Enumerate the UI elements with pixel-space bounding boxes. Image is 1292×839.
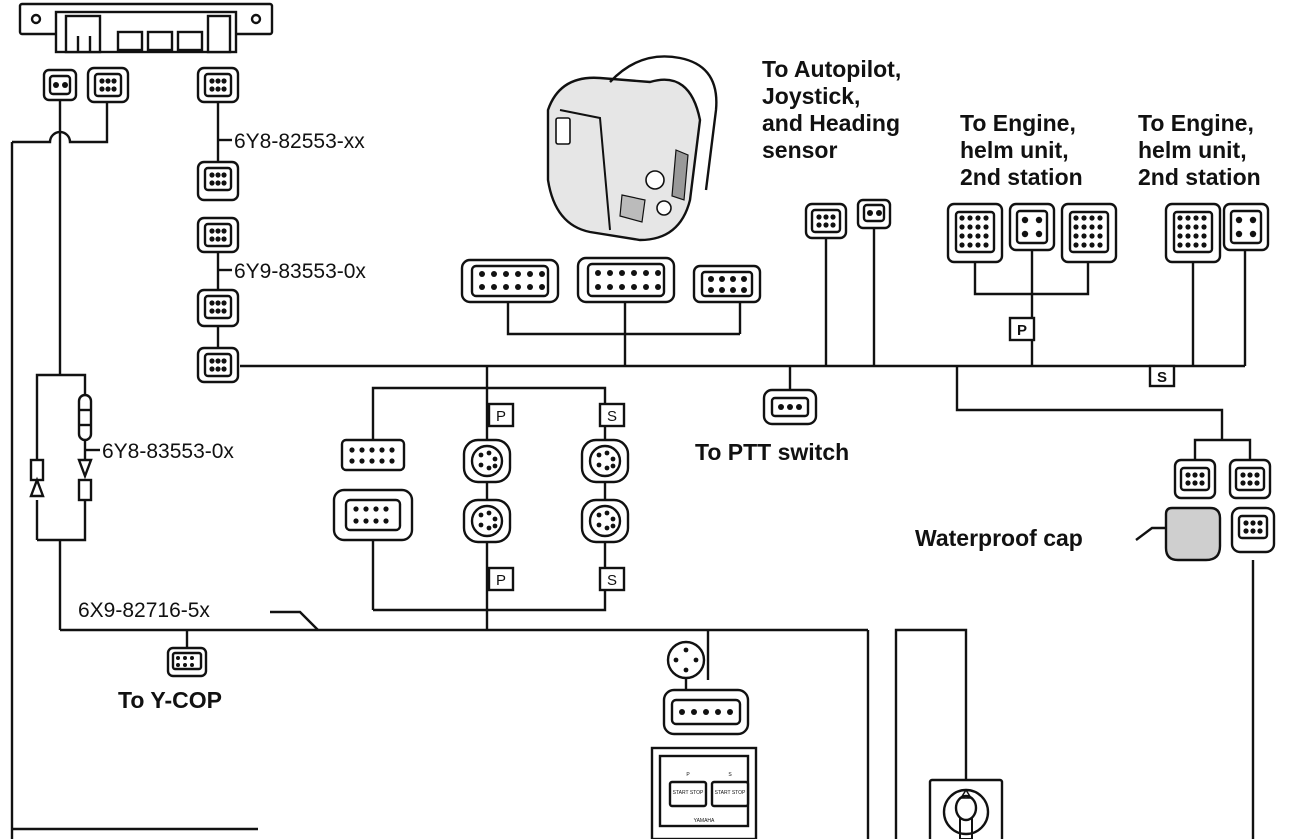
connector-5pin	[662, 688, 750, 736]
connector-6pin	[196, 160, 240, 202]
connector-16pin	[1060, 202, 1118, 264]
engine-helm-1-label-line-2: helm unit,	[960, 137, 1069, 163]
connector-10pin	[340, 438, 406, 472]
waterproof-cap-label: Waterproof cap	[915, 525, 1083, 551]
port-starboard-tags: P S P S P S	[487, 316, 1176, 592]
autopilot-label-line-1: To Autopilot,	[762, 56, 901, 82]
autopilot-label-line-4: sensor	[762, 137, 837, 163]
connector-round	[462, 498, 512, 544]
switch-left-label: START STOP	[673, 790, 704, 796]
tag-port: P	[496, 408, 506, 425]
waterproof-cap	[1164, 506, 1222, 562]
autopilot-label-line-2: Joystick,	[762, 83, 860, 109]
engine-helm-1-label-line-3: 2nd station	[960, 164, 1083, 190]
switch-brand: YAMAHA	[694, 818, 715, 824]
connector-12pin	[460, 258, 560, 304]
connector-6pin	[196, 288, 240, 348]
connector-round	[580, 438, 630, 484]
connector-2pin	[42, 68, 78, 102]
tag-port: P	[496, 572, 506, 589]
fuse	[77, 393, 93, 442]
connector-6pin	[196, 66, 240, 128]
engine-helm-2-label-line-3: 2nd station	[1138, 164, 1261, 190]
key-switch	[928, 778, 1004, 839]
tag-starboard: S	[607, 408, 617, 425]
autopilot-label-line-3: and Heading	[762, 110, 900, 136]
switch-right-label: START STOP	[715, 790, 746, 796]
connector-4pin	[1008, 202, 1056, 252]
engine-helm-2-label-line-1: To Engine,	[1138, 110, 1254, 136]
connector-8pin	[692, 264, 762, 304]
connector-6pin	[196, 216, 240, 254]
connector-6pin	[1228, 458, 1272, 500]
connector-12pin	[576, 256, 676, 304]
connector-round	[462, 438, 512, 484]
ptt-switch-label: To PTT switch	[695, 439, 849, 465]
tag-starboard: S	[1157, 369, 1167, 386]
connector-6pin	[804, 202, 848, 240]
y-cop-label: To Y-COP	[118, 687, 222, 713]
start-stop-switch-panel: P S START STOP START STOP YAMAHA	[650, 746, 758, 839]
connector-6pin	[1230, 506, 1276, 554]
connector-6pin	[86, 66, 130, 104]
labels: 6Y8-82553-xx 6Y9-83553-0x 6Y8-83553-0x 6…	[78, 56, 1261, 713]
part-number-main-harness: 6X9-82716-5x	[78, 599, 210, 622]
connector-round	[580, 498, 630, 544]
connector-6pin	[196, 346, 240, 384]
connector-6pin	[1173, 458, 1217, 500]
junction-box	[18, 2, 274, 54]
engine-helm-1-label-line-1: To Engine,	[960, 110, 1076, 136]
connector-8pin	[166, 646, 208, 678]
connector-16pin	[1164, 202, 1222, 264]
tag-starboard: S	[607, 572, 617, 589]
engine-helm-2-label-line-2: helm unit,	[1138, 137, 1247, 163]
connector-4pin	[1222, 202, 1270, 252]
connector-2pin	[856, 198, 892, 230]
switch-port-mark: P	[686, 772, 690, 778]
part-number-harness-top: 6Y8-82553-xx	[234, 130, 365, 153]
part-number-fuse-harness: 6Y8-83553-0x	[102, 440, 234, 463]
switch-starboard-mark: S	[728, 772, 732, 778]
connector-16pin	[946, 202, 1004, 264]
connector-3pin	[762, 388, 818, 426]
connectors	[29, 66, 1276, 736]
connector-10pin	[332, 488, 414, 542]
tag-port: P	[1017, 322, 1027, 339]
remote-control-lever	[546, 55, 718, 242]
part-number-harness-mid: 6Y9-83553-0x	[234, 260, 366, 283]
